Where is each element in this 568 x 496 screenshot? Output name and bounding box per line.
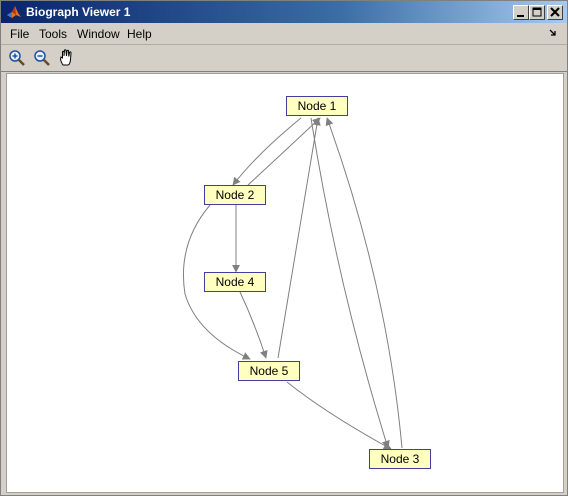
menu-window[interactable]: Window [77,27,120,41]
minimize-button[interactable] [513,5,529,20]
dock-arrow-icon[interactable] [549,28,559,38]
minimize-icon [517,15,524,17]
graph-canvas[interactable]: Node 1 Node 2 Node 4 Node 5 Node 3 [6,73,564,493]
graph-edges [182,117,403,450]
edge-node2-node5 [182,204,251,360]
maximize-icon [532,7,542,17]
title-bar[interactable]: Biograph Viewer 1 [1,1,567,23]
menu-bar: File Tools Window Help [1,23,567,45]
close-button[interactable] [547,5,563,20]
edge-node5-node1 [277,117,321,359]
graph-node-2[interactable]: Node 2 [204,185,266,205]
graph-node-4[interactable]: Node 4 [204,272,266,292]
edge-node1-node3 [310,117,390,449]
window-title: Biograph Viewer 1 [26,5,131,19]
edge-node3-node1 [325,117,403,449]
tool-bar [1,45,567,72]
maximize-button[interactable] [529,5,545,20]
edge-node4-node5 [239,291,268,359]
graph-node-5[interactable]: Node 5 [238,361,300,381]
zoom-out-icon[interactable] [32,48,52,68]
edge-node2-node1 [247,117,321,186]
close-icon [550,7,560,17]
pan-hand-icon[interactable] [57,48,77,68]
zoom-in-icon[interactable] [7,48,27,68]
graph-node-3[interactable]: Node 3 [369,449,431,469]
menu-help[interactable]: Help [127,27,152,41]
matlab-logo-icon [7,6,21,18]
menu-file[interactable]: File [10,27,30,41]
edge-node5-node3 [286,381,392,450]
graph-node-1[interactable]: Node 1 [286,96,348,116]
edge-node1-node2 [232,117,302,186]
menu-tools[interactable]: Tools [39,27,68,41]
